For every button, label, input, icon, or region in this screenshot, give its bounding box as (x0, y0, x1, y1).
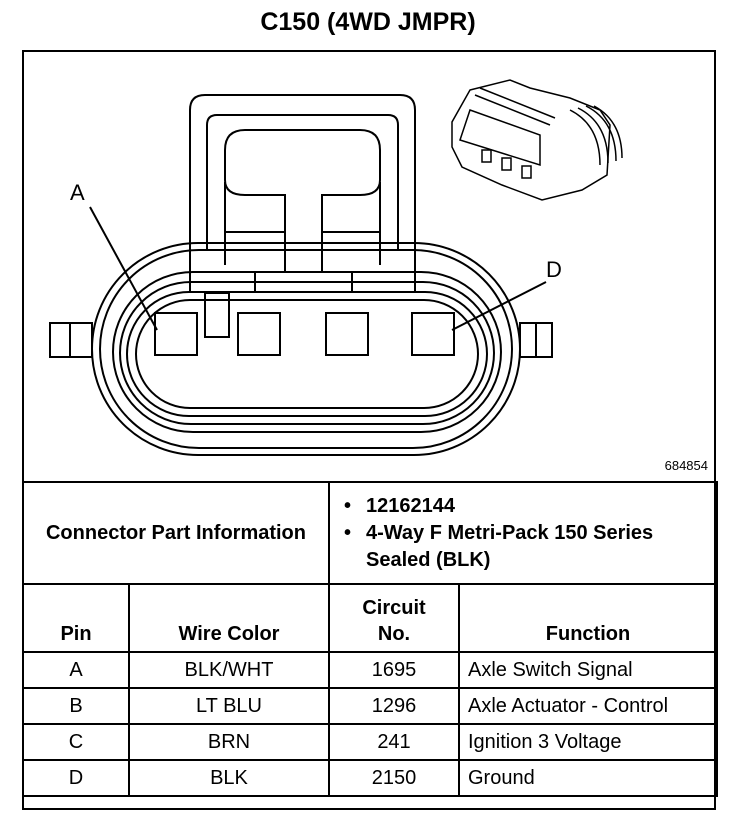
table-row: A BLK/WHT 1695 Axle Switch Signal (22, 651, 718, 689)
table-row: D BLK 2150 Ground (22, 759, 718, 797)
connector-table: Connector Part Information •12162144 •4-… (22, 481, 718, 797)
latch (189, 94, 416, 292)
connector-title: C150 (4WD JMPR) (260, 8, 476, 36)
circuit: 2150 (328, 759, 460, 797)
pin-cavity-c (325, 312, 369, 356)
table-header: Pin Wire Color Circuit No. Function (22, 583, 718, 653)
header-wire-color: Wire Color (128, 583, 330, 653)
table-row: C BRN 241 Ignition 3 Voltage (22, 723, 718, 761)
wire-color: BLK/WHT (128, 651, 330, 689)
header-pin: Pin (22, 583, 130, 653)
connector-info-row: Connector Part Information •12162144 •4-… (22, 481, 718, 585)
connector-frame (22, 50, 716, 810)
pin: A (22, 651, 130, 689)
pin: C (22, 723, 130, 761)
function: Axle Actuator - Control (458, 687, 718, 725)
pin-cavity-d (411, 312, 455, 356)
pin-label-a: A (70, 180, 85, 205)
table-row: B LT BLU 1296 Axle Actuator - Control (22, 687, 718, 725)
pin-cavity-b (237, 312, 281, 356)
pin: D (22, 759, 130, 797)
header-circuit: Circuit No. (328, 583, 460, 653)
connector-perspective-icon (451, 79, 623, 201)
header-function: Function (458, 583, 718, 653)
function: Ground (458, 759, 718, 797)
pin: B (22, 687, 130, 725)
connector-info-list: •12162144 •4-Way F Metri-Pack 150 Series… (328, 481, 718, 585)
wire-color: BLK (128, 759, 330, 797)
wire-color: BRN (128, 723, 330, 761)
connector-body (91, 242, 521, 456)
function: Ignition 3 Voltage (458, 723, 718, 761)
circuit: 1695 (328, 651, 460, 689)
connector-info-item: •4-Way F Metri-Pack 150 Series Sealed (B… (344, 521, 654, 571)
circuit: 241 (328, 723, 460, 761)
connector-info-item: •12162144 (344, 494, 455, 517)
connector-info-label: Connector Part Information (22, 481, 330, 585)
figure-number: 684854 (664, 458, 708, 473)
function: Axle Switch Signal (458, 651, 718, 689)
connector-face-diagram: A D (49, 79, 623, 456)
pin-label-d: D (546, 257, 562, 282)
wire-color: LT BLU (128, 687, 330, 725)
circuit: 1296 (328, 687, 460, 725)
pin-cavity-a (154, 312, 198, 356)
keyway (204, 292, 230, 338)
